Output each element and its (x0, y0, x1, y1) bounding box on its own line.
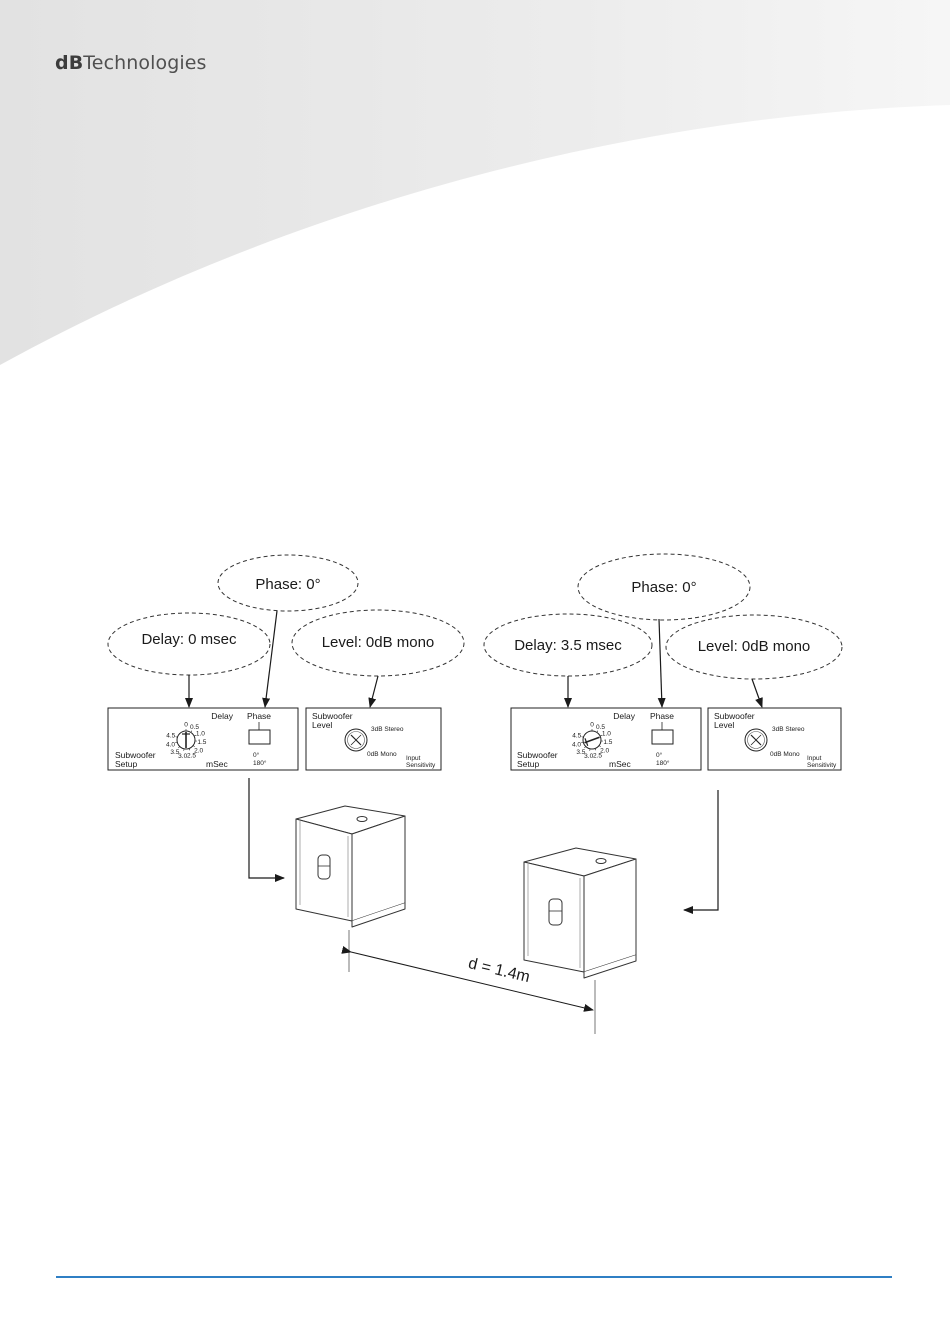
dial-tick-label: 1.0 (196, 731, 205, 738)
panel-phase-title: Phase (247, 711, 271, 721)
dial-tick-label: 3.5 (576, 749, 585, 756)
panel-delay-title: Delay (211, 711, 233, 721)
phase-switch (248, 729, 271, 745)
setup-right: Phase: 0° Delay: 3.5 msec Level: 0dB mon… (483, 553, 843, 914)
phase-label: Phase: 0° (631, 579, 696, 596)
level-mono: 0dB Mono (367, 751, 397, 758)
connection-arrow-left (248, 778, 285, 882)
level-sens-line1: Input (406, 755, 421, 762)
phase-label: Phase: 0° (255, 576, 320, 593)
dial-tick-label: 0 (184, 722, 188, 729)
connection-arrow-right (683, 790, 719, 914)
level-label: Level: 0dB mono (322, 634, 435, 651)
phase-arrow (657, 618, 666, 708)
dial-pointer (584, 736, 600, 747)
dial-tick-label: 0.5 (596, 724, 605, 731)
distance-label: d = 1.4m (467, 955, 532, 986)
panel-unit: mSec (609, 759, 631, 769)
dial-tick-label: 4.0 (572, 741, 581, 748)
delay-label: Delay: 3.5 msec (514, 637, 622, 654)
dial-tick-label: 3.0 (178, 753, 187, 760)
phase-0-label: 0° (656, 751, 663, 759)
dial-tick-label: 4.0 (166, 741, 175, 748)
level-sens-line2: Sensitivity (406, 762, 436, 769)
level-stereo: 3dB Stereo (371, 726, 404, 733)
level-title-line1: Subwoofer (312, 711, 353, 721)
level-stereo: 3dB Stereo (772, 726, 805, 733)
phase-arrow (262, 610, 278, 708)
level-label: Level: 0dB mono (698, 638, 811, 655)
phase-bubble (217, 554, 359, 612)
dial-pointer (182, 732, 190, 748)
panel-setup-line2: Setup (517, 759, 539, 769)
panel-phase-title: Phase (650, 711, 674, 721)
level-arrow (751, 678, 763, 708)
brand-logo: dBTechnologies (55, 52, 207, 74)
level-title-line2: Level (312, 720, 332, 730)
panel-setup-line1: Subwoofer (517, 750, 558, 760)
dial-tick-label: 4.5 (572, 733, 581, 740)
level-sens-line1: Input (807, 755, 822, 762)
level-arrow (368, 675, 379, 708)
setup-left: Phase: 0° Delay: 0 msec Level: 0dB mono … (107, 554, 465, 882)
panel-setup-line1: Subwoofer (115, 750, 156, 760)
panel-unit: mSec (206, 759, 228, 769)
dial-tick-label: 1.5 (197, 739, 206, 746)
dial-tick-label: 1.5 (603, 739, 612, 746)
dial-tick-label: 0 (590, 722, 594, 729)
level-panel (707, 707, 842, 771)
dial-tick-label: 2.5 (593, 753, 602, 760)
dial-tick-label: 3.0 (584, 753, 593, 760)
level-panel (305, 707, 442, 771)
level-title-line1: Subwoofer (714, 711, 755, 721)
phase-180-label: 180° (656, 759, 670, 767)
level-bubble (665, 614, 843, 680)
delay-label: Delay: 0 msec (141, 631, 237, 648)
dial-tick-label: 4.5 (166, 733, 175, 740)
footer-rule (56, 1276, 892, 1278)
level-title-line2: Level (714, 720, 734, 730)
phase-0-label: 0° (253, 751, 260, 759)
level-mono: 0dB Mono (770, 751, 800, 758)
phase-180-label: 180° (253, 759, 267, 767)
panel-setup-line2: Setup (115, 759, 137, 769)
dial-tick-label: 2.0 (600, 747, 609, 754)
level-knob-right (744, 728, 768, 752)
dial-tick-label: 1.0 (602, 731, 611, 738)
dial-tick-label: 2.5 (187, 753, 196, 760)
delay-bubble (483, 613, 653, 677)
level-sens-line2: Sensitivity (807, 762, 837, 769)
level-knob-left (344, 728, 368, 752)
dial-tick-label: 3.5 (170, 749, 179, 756)
subwoofer-right (523, 847, 637, 979)
dial-tick-label: 0.5 (190, 724, 199, 731)
subwoofer-left (295, 805, 406, 928)
dial-tick-label: 2.0 (194, 747, 203, 754)
phase-switch (651, 729, 674, 745)
panel-delay-title: Delay (613, 711, 635, 721)
phase-bubble (577, 553, 751, 621)
